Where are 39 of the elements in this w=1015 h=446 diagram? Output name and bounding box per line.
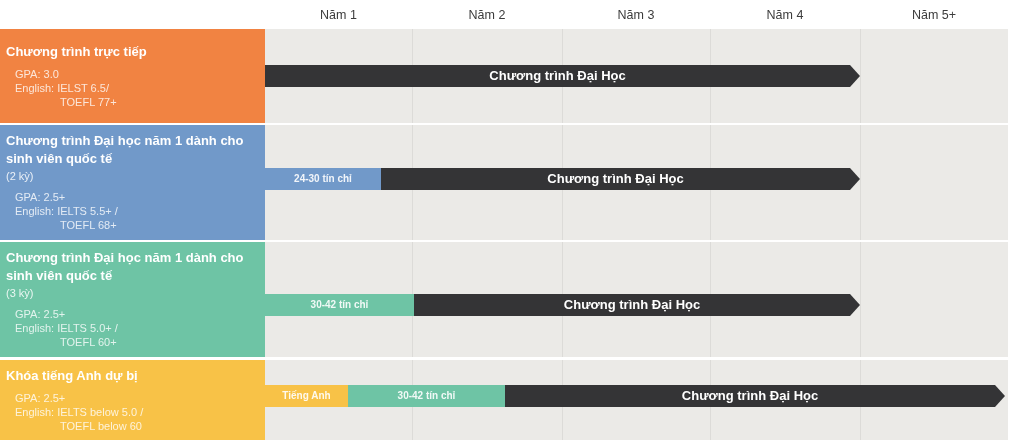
gpa-requirement: GPA: 2.5+ bbox=[15, 190, 66, 204]
credit-segment bbox=[348, 385, 505, 407]
bar-label: Chương trình Đại Học bbox=[681, 388, 819, 404]
duration-note: (2 kỳ) bbox=[6, 169, 35, 184]
program-title: Chương trình Đại học năm 1 dành cho sinh viên quốc tế bbox=[6, 249, 245, 285]
program-panel bbox=[0, 242, 265, 357]
duration-note: (3 kỳ) bbox=[6, 286, 35, 301]
program-panel bbox=[0, 29, 265, 123]
year-header: Năm 2 bbox=[468, 6, 506, 23]
program-arrow-bar bbox=[505, 385, 1005, 407]
credit-segment bbox=[265, 168, 381, 190]
credit-segment bbox=[265, 385, 348, 407]
program-title: Chương trình trực tiếp bbox=[6, 43, 148, 61]
gpa-requirement: GPA: 2.5+ bbox=[15, 391, 66, 405]
year-header: Năm 5+ bbox=[911, 6, 957, 23]
gpa-requirement: GPA: 3.0 bbox=[15, 67, 59, 81]
gpa-requirement: GPA: 2.5+ bbox=[15, 307, 66, 321]
english-requirement: English: IELTS 5.5+ / TOEFL 68+ bbox=[15, 204, 119, 232]
bar-label: Chương trình Đại Học bbox=[563, 297, 701, 313]
segment-label: 30-42 tín chỉ bbox=[397, 390, 456, 402]
program-title: Chương trình Đại học năm 1 dành cho sinh viên quốc tế bbox=[6, 132, 245, 168]
english-requirement: English: IELTS below 5.0 / TOEFL below 60 bbox=[15, 405, 145, 433]
year-header: Năm 1 bbox=[320, 6, 357, 23]
segment-label: 30-42 tín chỉ bbox=[310, 299, 369, 311]
year-header: Năm 3 bbox=[617, 6, 655, 23]
english-requirement: English: IELTS 5.0+ / TOEFL 60+ bbox=[15, 321, 119, 349]
bar-label: Chương trình Đại Học bbox=[547, 171, 684, 187]
program-panel bbox=[0, 125, 265, 240]
bar-label: Chương trình Đại Học bbox=[489, 68, 626, 84]
credit-segment bbox=[265, 294, 414, 316]
program-title: Khóa tiếng Anh dự bị bbox=[6, 367, 139, 385]
year-header: Năm 4 bbox=[766, 6, 804, 23]
program-panel bbox=[0, 360, 265, 440]
english-requirement: English: IELST 6.5/ TOEFL 77+ bbox=[15, 81, 118, 109]
segment-label: Tiếng Anh bbox=[282, 390, 331, 402]
program-arrow-bar bbox=[265, 65, 860, 87]
program-arrow-bar bbox=[381, 168, 860, 190]
segment-label: 24-30 tín chỉ bbox=[294, 173, 352, 185]
program-arrow-bar bbox=[414, 294, 860, 316]
